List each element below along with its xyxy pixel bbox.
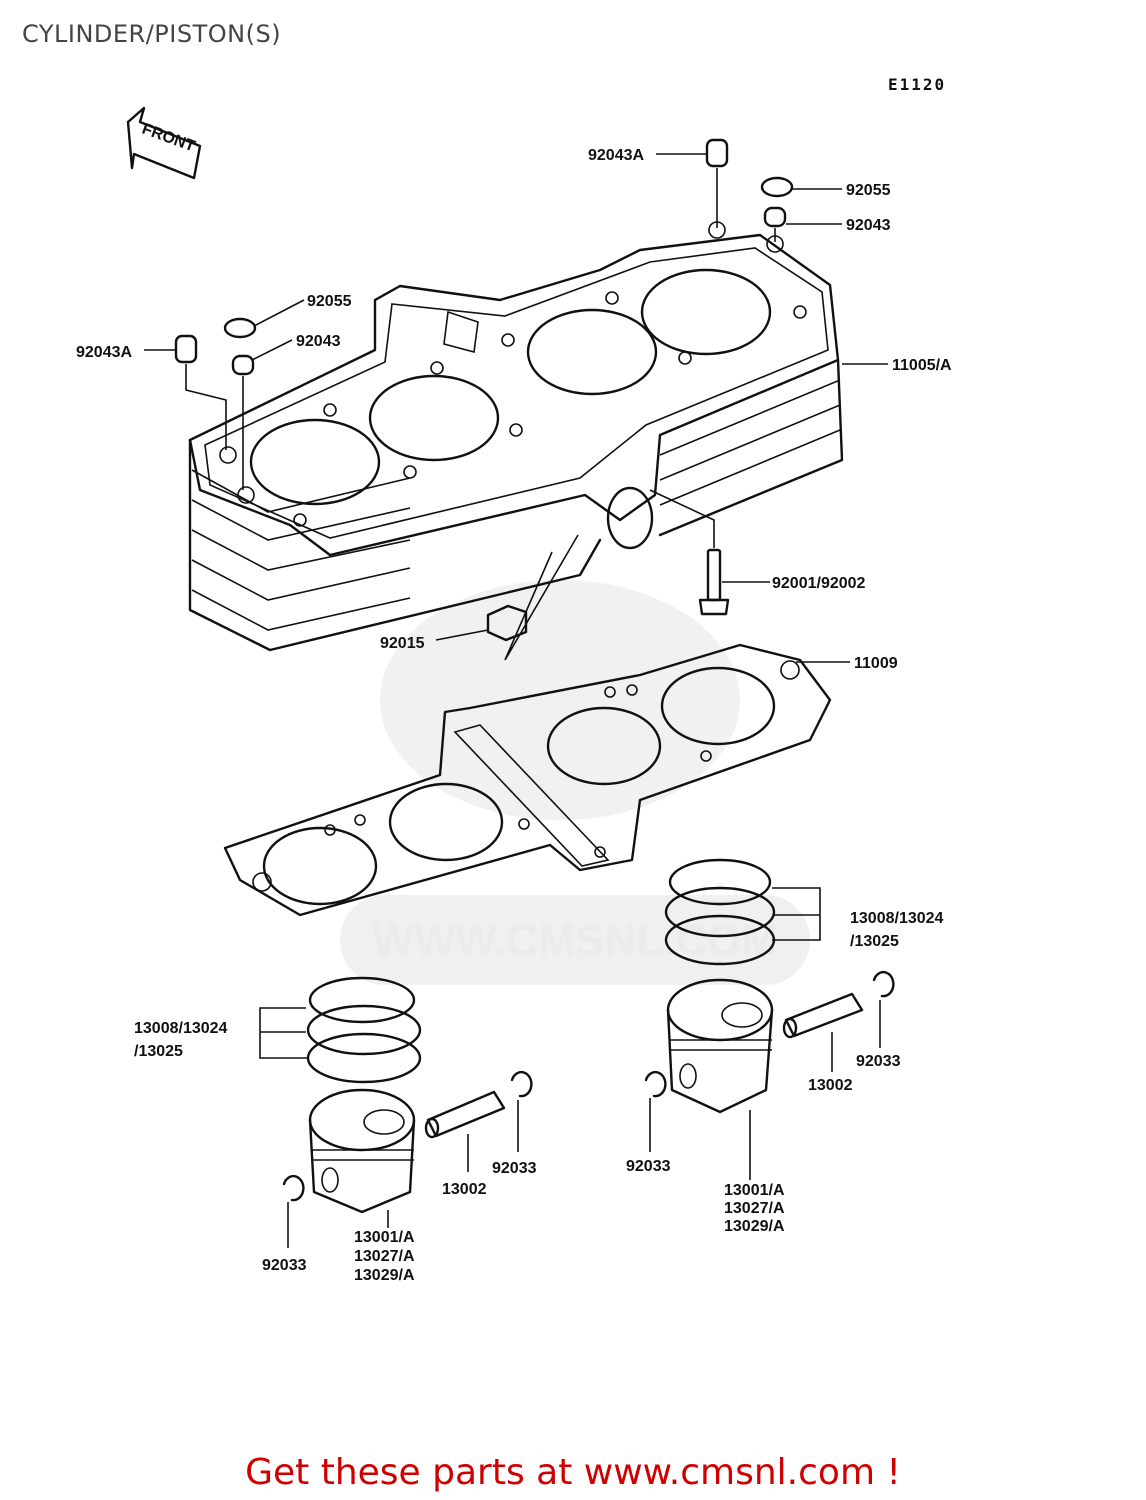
o-ring-92043-left bbox=[231, 354, 255, 490]
label-92043A-left: 92043A bbox=[76, 344, 132, 361]
label-rings-left-1: 13008/13024 bbox=[134, 1020, 228, 1037]
piston-right bbox=[666, 978, 774, 1180]
label-92015: 92015 bbox=[380, 635, 425, 652]
label-circlip-right-outer: 92033 bbox=[856, 1053, 901, 1070]
label-11009: 11009 bbox=[854, 655, 898, 672]
label-piston-left-1: 13001/A bbox=[354, 1229, 415, 1246]
label-pin-right: 13002 bbox=[808, 1077, 853, 1094]
label-piston-right-1: 13001/A bbox=[724, 1182, 785, 1199]
label-piston-left-2: 13027/A bbox=[354, 1248, 415, 1265]
label-piston-right-2: 13027/A bbox=[724, 1200, 785, 1217]
label-piston-right-3: 13029/A bbox=[724, 1218, 785, 1235]
circlip-right-inner bbox=[644, 1070, 667, 1152]
cap-nut-92015 bbox=[486, 534, 579, 661]
piston-rings-left bbox=[259, 976, 422, 1084]
dowel-pin-92043A-left bbox=[174, 334, 227, 450]
dowel-pin-92043A-top bbox=[705, 138, 729, 228]
label-92043-left: 92043 bbox=[296, 333, 341, 350]
label-circlip-left-inner: 92033 bbox=[492, 1160, 537, 1177]
label-pin-left: 13002 bbox=[442, 1181, 487, 1198]
label-92055-right: 92055 bbox=[846, 182, 891, 199]
leader-lines bbox=[144, 153, 888, 663]
o-ring-92055-left bbox=[223, 317, 257, 339]
piston-pin-right bbox=[782, 992, 864, 1072]
label-92043-right: 92043 bbox=[846, 217, 891, 234]
o-ring-92043-right bbox=[763, 206, 787, 242]
piston-left bbox=[308, 1088, 416, 1228]
part-labels: 92043A 92055 92043 92055 92043 92043A 11… bbox=[76, 147, 952, 1284]
front-arrow-label: FRONT bbox=[140, 121, 198, 156]
page-title: CYLINDER/PISTON(S) bbox=[22, 20, 282, 48]
piston-pin-left bbox=[424, 1090, 506, 1172]
label-92001-92002: 92001/92002 bbox=[772, 575, 866, 592]
label-circlip-right-inner: 92033 bbox=[626, 1158, 671, 1175]
piston-rings-right bbox=[664, 858, 821, 966]
label-11005A: 11005/A bbox=[892, 357, 952, 374]
watermark-logo: WWW.CMSNL.COM bbox=[340, 580, 810, 985]
cylinder-block bbox=[188, 221, 844, 652]
cylinder-base-gasket bbox=[223, 643, 832, 917]
label-92043A-top: 92043A bbox=[588, 147, 644, 164]
stud-bolt-92001 bbox=[649, 489, 730, 616]
front-arrow-icon: FRONT bbox=[126, 106, 202, 180]
diagram-code: E1120 bbox=[888, 75, 947, 94]
o-ring-92055-right bbox=[760, 176, 794, 198]
label-rings-right-1: 13008/13024 bbox=[850, 910, 944, 927]
footer-link[interactable]: Get these parts at www.cmsnl.com ! bbox=[245, 1452, 901, 1493]
circlip-left-outer bbox=[282, 1174, 305, 1248]
watermark-text: WWW.CMSNL.COM bbox=[372, 916, 778, 965]
label-circlip-left-outer: 92033 bbox=[262, 1257, 307, 1274]
label-92055-left: 92055 bbox=[307, 293, 352, 310]
label-rings-right-2: /13025 bbox=[850, 933, 899, 950]
label-rings-left-2: /13025 bbox=[134, 1043, 183, 1060]
circlip-right-outer bbox=[872, 970, 895, 1048]
circlip-left-inner bbox=[510, 1070, 533, 1152]
label-piston-left-3: 13029/A bbox=[354, 1267, 415, 1284]
